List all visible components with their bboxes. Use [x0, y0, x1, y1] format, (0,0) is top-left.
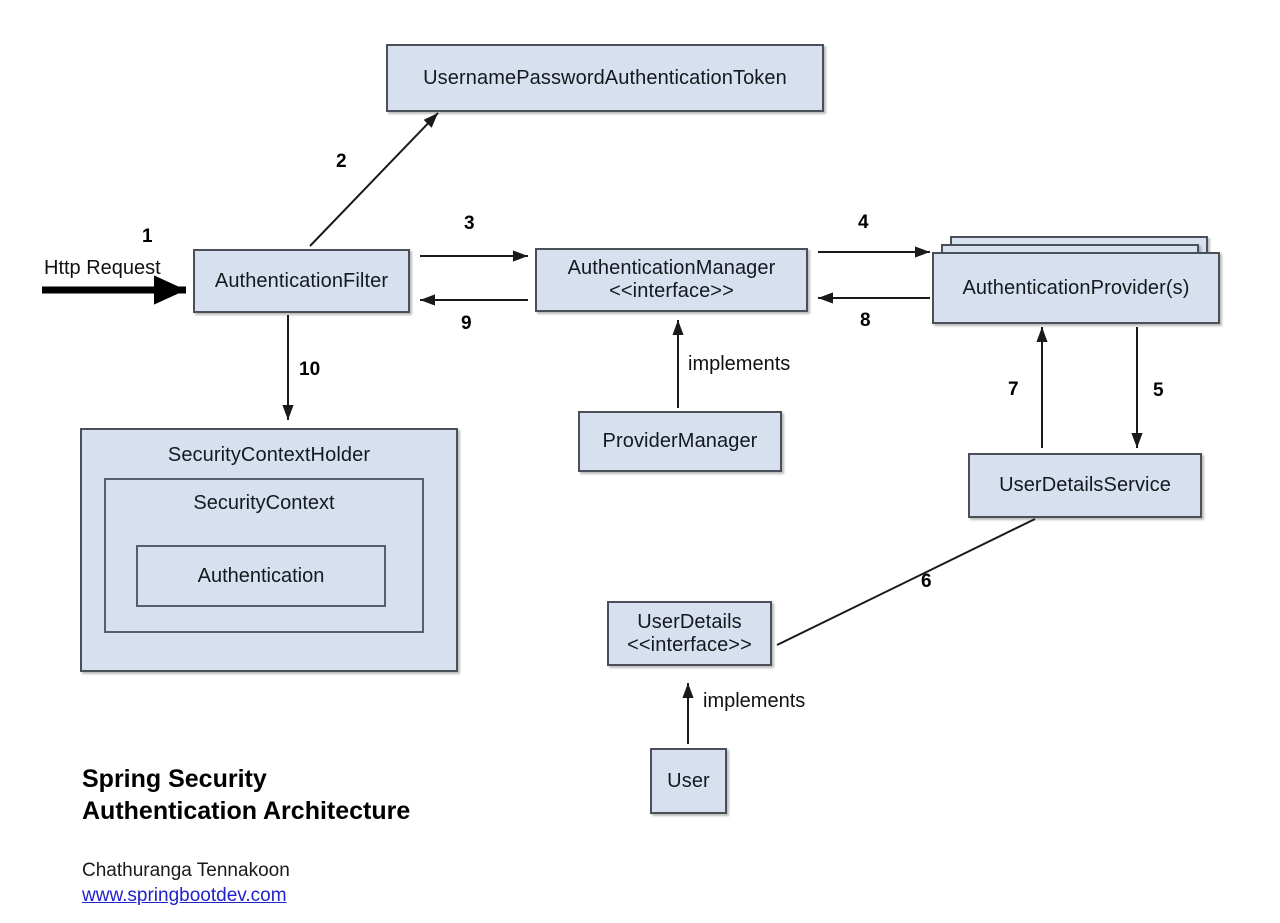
label-step-5: 5: [1153, 380, 1164, 401]
node-user-details[interactable]: UserDetails <<interface>>: [607, 601, 772, 666]
label-step-2: 2: [336, 151, 347, 172]
label-step-6: 6: [921, 571, 932, 592]
node-label: UsernamePasswordAuthenticationToken: [423, 66, 787, 89]
edge-step-6: [776, 518, 1036, 646]
label-step-7: 7: [1008, 379, 1019, 400]
node-label: SecurityContext: [193, 492, 335, 514]
node-stereotype: <<interface>>: [627, 633, 752, 656]
label-implements-provider-manager: implements: [688, 353, 791, 375]
node-label: Authentication: [197, 564, 325, 587]
node-label: UserDetailsService: [999, 474, 1171, 496]
caption-title-line-1: Spring Security: [82, 765, 267, 793]
edge-step-2: [309, 112, 439, 247]
label-implements-user: implements: [703, 690, 806, 712]
label-step-8: 8: [860, 310, 871, 331]
node-username-password-authentication-token[interactable]: UsernamePasswordAuthenticationToken: [386, 44, 824, 112]
node-provider-manager[interactable]: ProviderManager: [578, 411, 782, 472]
label-step-4: 4: [858, 212, 869, 233]
node-authentication-manager[interactable]: AuthenticationManager <<interface>>: [535, 248, 808, 312]
node-authentication-filter[interactable]: AuthenticationFilter: [193, 249, 410, 313]
node-stereotype: <<interface>>: [609, 280, 734, 302]
node-label: UserDetails: [637, 610, 742, 633]
caption-website-link[interactable]: www.springbootdev.com: [82, 885, 287, 906]
label-step-1: 1: [142, 226, 153, 247]
node-label: AuthenticationManager: [567, 257, 776, 279]
label-step-10: 10: [299, 359, 321, 380]
node-user[interactable]: User: [650, 748, 727, 814]
node-label: AuthenticationFilter: [214, 269, 389, 292]
node-label: AuthenticationProvider(s): [962, 276, 1190, 299]
node-authentication[interactable]: Authentication: [136, 545, 386, 607]
node-authentication-provider[interactable]: AuthenticationProvider(s): [932, 252, 1220, 324]
label-step-3: 3: [464, 213, 475, 234]
node-label: ProviderManager: [602, 430, 758, 452]
node-user-details-service[interactable]: UserDetailsService: [968, 453, 1202, 518]
caption-title-line-2: Authentication Architecture: [82, 797, 411, 825]
node-label: User: [667, 769, 710, 792]
label-http-request: Http Request: [44, 257, 161, 279]
label-step-9: 9: [461, 313, 472, 334]
caption-author: Chathuranga Tennakoon: [82, 860, 290, 881]
node-label: SecurityContextHolder: [167, 444, 371, 466]
